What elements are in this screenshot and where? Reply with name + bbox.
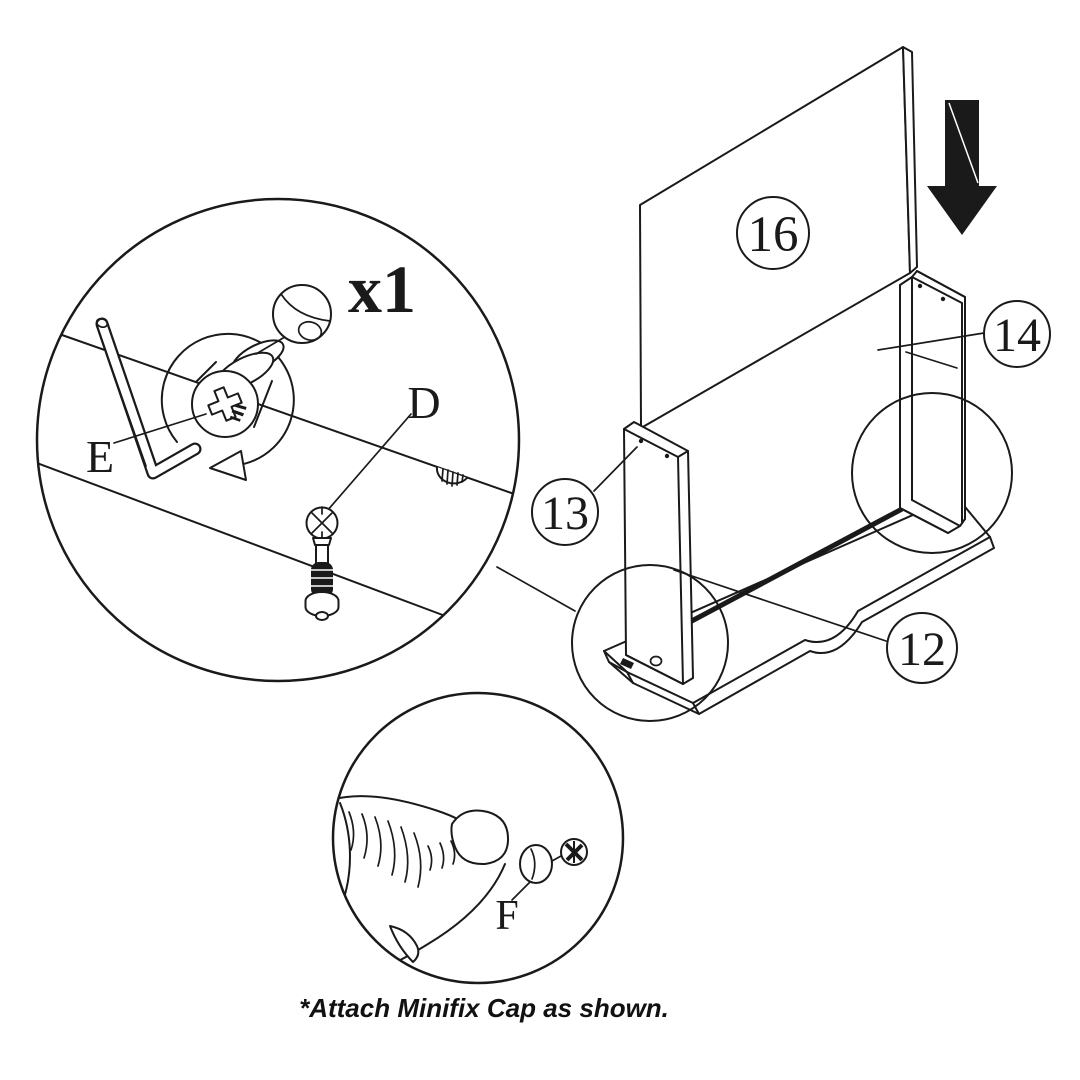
minifix-cam-icon [191,339,285,438]
callout-16: 16 [736,196,810,270]
base-joint-shadow-line [686,506,904,626]
cam-head-icon [560,838,588,866]
callout-13: 13 [531,446,638,546]
main-assembly: 16 14 13 12 [496,46,1051,722]
detail-connector-line [496,566,576,612]
cap-hole-inset [272,284,332,344]
callout-14: 14 [877,300,1051,369]
callout-12: 12 [673,569,958,684]
label-quantity: x1 [348,251,416,327]
foot-detail-ring-right [851,392,1013,554]
cam-detail-view: x1 E D [35,197,521,683]
leg-glide-icon [435,466,468,487]
hand-pressing-cap [333,795,510,964]
bottom-panel-12 [603,495,995,715]
allen-key-icon [95,317,202,480]
caption-text: *Attach Minifix Cap as shown. [299,993,669,1023]
minifix-cap-icon [519,844,553,884]
minifix-bolt-icon [304,413,412,621]
foot-detail-ring-left [571,564,729,722]
part-number-12: 12 [898,623,946,676]
right-side-panel-14 [899,270,966,534]
part-number-14: 14 [993,309,1041,362]
label-part-e: E [86,431,114,482]
cap-detail-view: F [331,691,625,985]
part-number-13: 13 [541,487,589,540]
label-part-f: F [495,893,518,939]
part-number-16: 16 [748,207,799,263]
label-part-d: D [407,377,440,428]
cam-hole [649,655,663,667]
left-side-panel-13 [620,421,694,685]
insert-down-arrow-icon [927,100,997,235]
base-notch-mark [620,658,634,669]
